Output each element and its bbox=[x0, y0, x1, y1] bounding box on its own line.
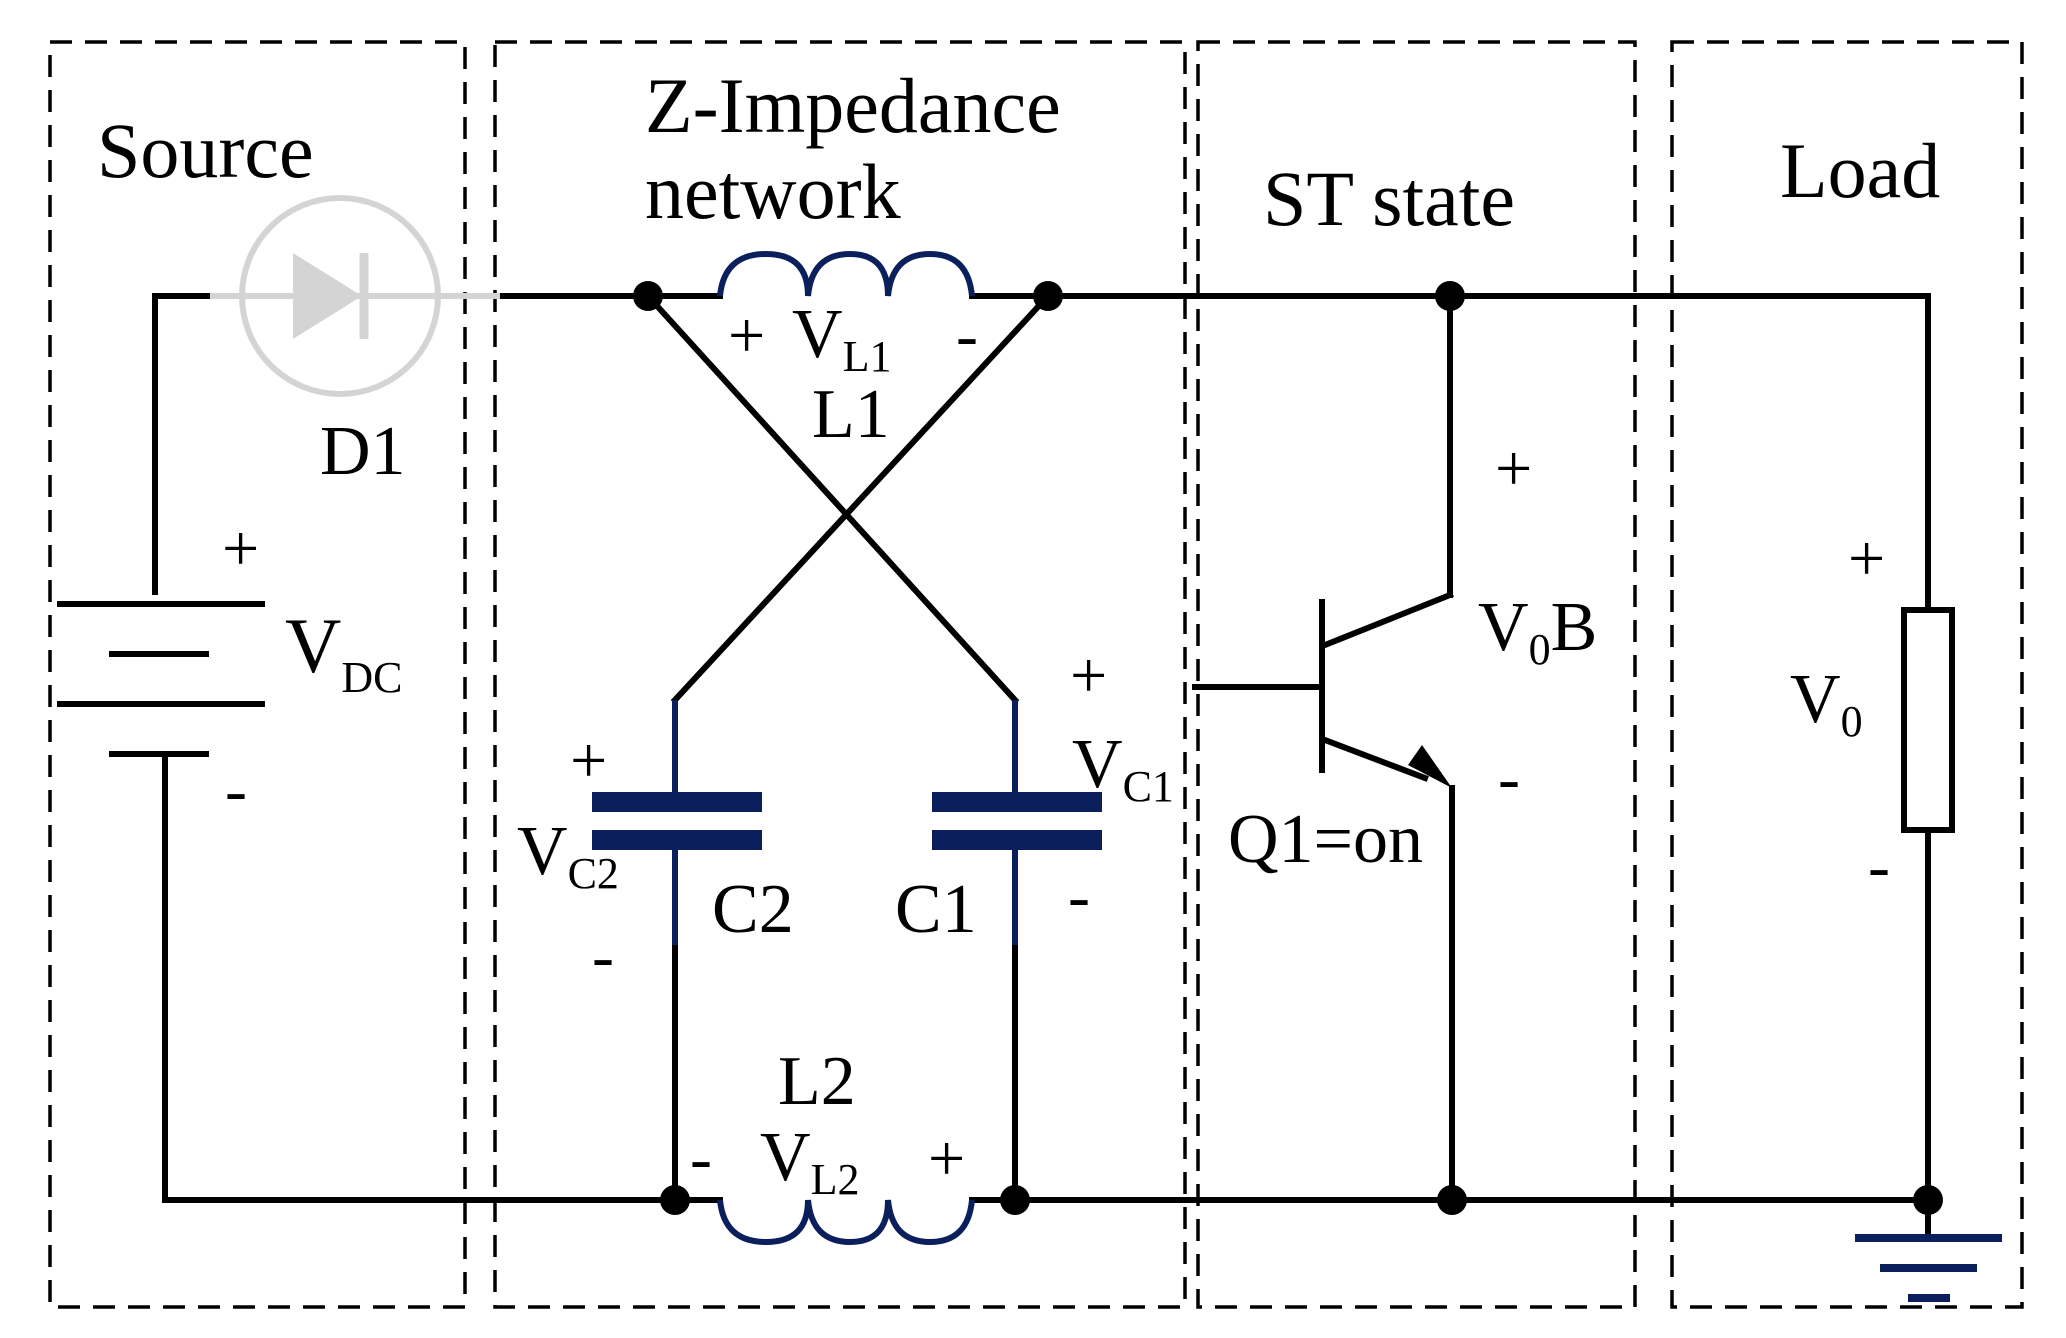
vdc-minus-sign: - bbox=[225, 754, 247, 827]
junction-dot bbox=[1000, 1185, 1030, 1215]
vdc-label: VDC bbox=[285, 602, 402, 702]
capacitor-c1-label: C1 bbox=[895, 871, 977, 948]
vc1-minus-sign: - bbox=[1068, 860, 1090, 933]
junction-dot bbox=[1435, 281, 1465, 311]
st-state-wires bbox=[1012, 293, 1931, 1203]
dc-battery bbox=[57, 601, 265, 757]
inductor-l2-label: L2 bbox=[778, 1043, 856, 1120]
junction-dot bbox=[1033, 281, 1063, 311]
v0b-minus-sign: - bbox=[1498, 742, 1520, 815]
junction-dot bbox=[660, 1185, 690, 1215]
diode-d1-label: D1 bbox=[320, 413, 406, 490]
capacitor-c2-symbol bbox=[592, 700, 762, 945]
vc2-minus-sign: - bbox=[592, 920, 614, 993]
junction-dots bbox=[633, 281, 1943, 1215]
vl2-plus-sign: + bbox=[928, 1122, 965, 1195]
v0b-plus-sign: + bbox=[1495, 432, 1532, 505]
st-state-section-box bbox=[1196, 40, 1637, 1309]
v0-plus-sign: + bbox=[1848, 522, 1885, 595]
inductor-l1-symbol bbox=[717, 250, 975, 297]
vl1-minus-sign: - bbox=[956, 299, 978, 372]
vl1-label: VL1 bbox=[792, 296, 891, 381]
vdc-plus-sign: + bbox=[222, 512, 259, 585]
transistor-q1-symbol bbox=[1192, 591, 1454, 788]
v0b-label: V0B bbox=[1478, 589, 1597, 674]
source-section-box bbox=[48, 40, 467, 1309]
vl2-label: VL2 bbox=[760, 1119, 859, 1204]
junction-dot bbox=[1913, 1185, 1943, 1215]
load-title: Load bbox=[1780, 127, 1940, 214]
source-title: Source bbox=[97, 107, 314, 194]
ground-icon bbox=[1855, 1234, 2002, 1302]
capacitor-c1-symbol bbox=[932, 700, 1102, 945]
source-wires bbox=[152, 293, 678, 1203]
capacitor-c2-label: C2 bbox=[712, 871, 794, 948]
load-section-box bbox=[1670, 40, 2024, 1309]
diode-d1-disabled-symbol bbox=[210, 195, 500, 397]
vc2-plus-sign: + bbox=[570, 724, 607, 797]
junction-dot bbox=[1437, 1185, 1467, 1215]
inductor-l2-symbol bbox=[717, 1199, 975, 1246]
load-resistor-symbol bbox=[1901, 607, 1955, 833]
switch-q1-label: Q1=on bbox=[1228, 801, 1423, 878]
inductor-l1-label: L1 bbox=[812, 376, 890, 453]
vl2-minus-sign: - bbox=[690, 1122, 712, 1195]
z-network-title-line2: network bbox=[645, 148, 901, 235]
st-state-title: ST state bbox=[1263, 155, 1515, 242]
vl1-plus-sign: + bbox=[728, 299, 765, 372]
vc2-label: VC2 bbox=[517, 813, 619, 898]
v0-label: V0 bbox=[1790, 661, 1863, 746]
z-network-title-line1: Z-Impedance bbox=[645, 62, 1061, 149]
v0-minus-sign: - bbox=[1868, 830, 1890, 903]
junction-dot bbox=[633, 281, 663, 311]
vc1-label: VC1 bbox=[1072, 726, 1174, 811]
vc1-plus-sign: + bbox=[1070, 639, 1107, 712]
